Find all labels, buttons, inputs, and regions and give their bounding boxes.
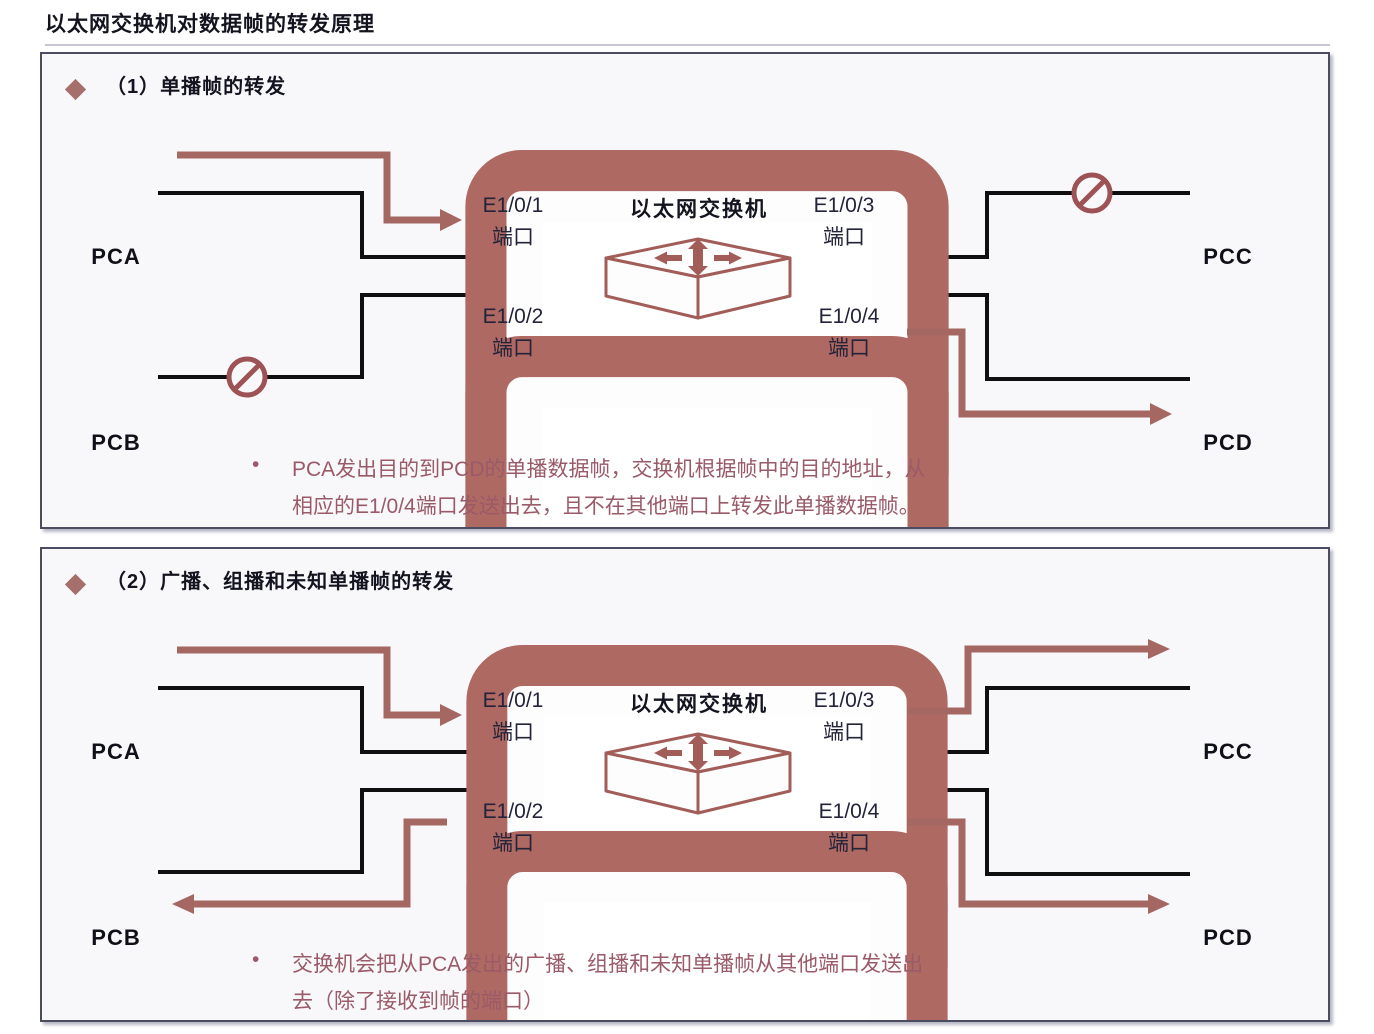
port-label-e1-0-1: E1/0/1 端口 xyxy=(453,190,573,254)
port-suffix: 端口 xyxy=(492,226,534,249)
port-label-e1-0-2: E1/0/2 端口 xyxy=(453,796,573,860)
port-name: E1/0/2 xyxy=(482,305,544,328)
port-label-e1-0-2: E1/0/2 端口 xyxy=(453,301,573,365)
note-line: 去（除了接收到帧的端口） xyxy=(292,990,544,1013)
port-name: E1/0/3 xyxy=(813,194,875,217)
pc-label-pcc: PCC xyxy=(1203,739,1253,764)
switch-label: 以太网交换机 xyxy=(630,693,768,716)
port-name: E1/0/1 xyxy=(482,194,544,217)
title-underline xyxy=(45,44,1330,46)
port-suffix: 端口 xyxy=(828,337,870,360)
note-bullet: • xyxy=(252,948,260,971)
pc-label-pca: PCA xyxy=(91,244,141,269)
network-diagram-broadcast xyxy=(158,639,1190,1020)
port-label-e1-0-4: E1/0/4 端口 xyxy=(789,301,909,365)
panel2-header: （2）广播、组播和未知单播帧的转发 xyxy=(106,571,455,593)
port-label-e1-0-4: E1/0/4 端口 xyxy=(789,796,909,860)
network-diagram-unicast xyxy=(158,151,1190,527)
flow-arrow-e104-to-pcd xyxy=(907,328,1172,425)
port-suffix: 端口 xyxy=(828,832,870,855)
port-name: E1/0/2 xyxy=(482,800,544,823)
page-title: 以太网交换机对数据帧的转发原理 xyxy=(45,13,375,36)
panel-unicast-forwarding: （1）单播帧的转发 xyxy=(40,52,1330,529)
pc-label-pcc: PCC xyxy=(1203,244,1253,269)
note-line: 交换机会把从PCA发出的广播、组播和未知单播帧从其他端口发送出 xyxy=(292,953,924,976)
port-suffix: 端口 xyxy=(492,721,534,744)
blocked-icon-pcc-link xyxy=(1074,175,1110,211)
panel2-note: 交换机会把从PCA发出的广播、组播和未知单播帧从其他端口发送出 去（除了接收到帧… xyxy=(292,946,923,1020)
pc-label-pcd: PCD xyxy=(1203,925,1253,950)
blocked-icon-pcb-link xyxy=(229,359,265,395)
port-suffix: 端口 xyxy=(492,832,534,855)
flow-arrow-e104-to-pcd xyxy=(907,818,1170,914)
pc-label-pcd: PCD xyxy=(1203,430,1253,455)
note-line: PCA发出目的到PCD的单播数据帧，交换机根据帧中的目的地址，从 xyxy=(292,458,926,481)
note-line: 相应的E1/0/4端口发送出去，且不在其他端口上转发此单播数据帧。 xyxy=(292,495,920,518)
port-label-e1-0-3: E1/0/3 端口 xyxy=(784,190,904,254)
port-suffix: 端口 xyxy=(823,721,865,744)
flow-arrow-e102-to-pcb xyxy=(172,818,447,914)
note-bullet: • xyxy=(252,453,260,476)
port-name: E1/0/3 xyxy=(813,689,875,712)
port-name: E1/0/4 xyxy=(818,800,880,823)
port-label-e1-0-3: E1/0/3 端口 xyxy=(784,685,904,749)
port-name: E1/0/4 xyxy=(818,305,880,328)
port-label-e1-0-1: E1/0/1 端口 xyxy=(453,685,573,749)
pc-label-pcb: PCB xyxy=(91,430,141,455)
pc-label-pcb: PCB xyxy=(91,925,141,950)
port-suffix: 端口 xyxy=(492,337,534,360)
switch-label: 以太网交换机 xyxy=(630,198,768,221)
pc-label-pca: PCA xyxy=(91,739,141,764)
flow-arrow-pca-to-e101 xyxy=(177,646,462,726)
port-suffix: 端口 xyxy=(823,226,865,249)
panel-broadcast-forwarding: （2）广播、组播和未知单播帧的转发 xyxy=(40,547,1330,1022)
port-name: E1/0/1 xyxy=(482,689,544,712)
flow-arrow-pca-to-e101 xyxy=(177,151,462,231)
panel1-header: （1）单播帧的转发 xyxy=(106,76,287,98)
panel1-note: PCA发出目的到PCD的单播数据帧，交换机根据帧中的目的地址，从 相应的E1/0… xyxy=(292,451,926,525)
flow-arrow-e103-to-pcc xyxy=(907,639,1170,715)
